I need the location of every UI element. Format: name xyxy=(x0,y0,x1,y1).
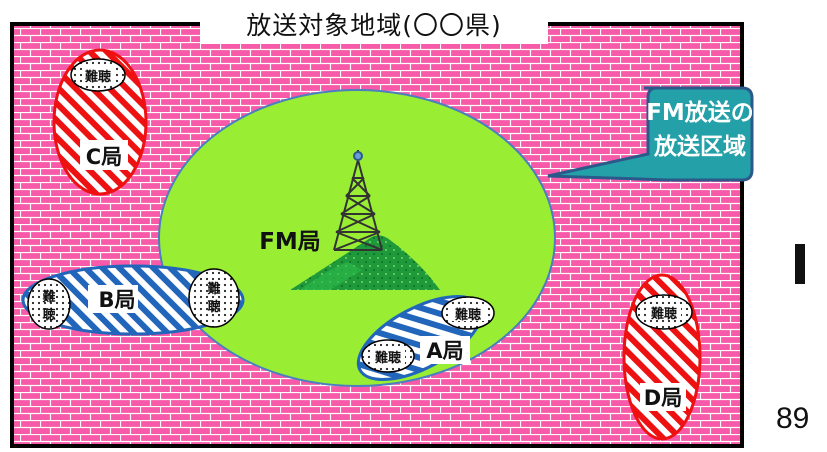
fm-coverage-callout xyxy=(547,86,754,182)
difficult-reception-b-left xyxy=(27,278,71,330)
station-d-label: D局 xyxy=(644,386,682,410)
difficult-reception-c xyxy=(70,58,126,92)
mountain-icon xyxy=(290,235,440,290)
difficult-reception-a-top-label: 難聴 xyxy=(455,307,481,323)
station-b-coverage xyxy=(21,264,245,336)
difficult-reception-a-bottom xyxy=(361,339,415,373)
difficult-reception-d-label: 難聴 xyxy=(651,306,677,322)
difficult-reception-a-top xyxy=(441,296,495,330)
difficult-reception-a-bottom-label: 難聴 xyxy=(375,350,401,366)
station-a-label: A局 xyxy=(426,339,463,363)
callout-text: FM放送の 放送区域 xyxy=(640,96,760,164)
station-c-label: C局 xyxy=(86,145,122,169)
difficult-reception-b-right-bottom: 聴 xyxy=(207,299,220,315)
station-b-label: B局 xyxy=(98,288,135,312)
callout-line-1: FM放送の xyxy=(646,100,754,126)
fm-station-label: FM局 xyxy=(259,229,321,255)
station-c-coverage xyxy=(52,48,148,196)
fm-coverage-area xyxy=(158,89,556,387)
fm-tower-icon xyxy=(333,150,383,251)
difficult-reception-b-right xyxy=(188,268,240,328)
difficult-reception-b-left-top: 難 xyxy=(42,289,55,305)
edge-mark xyxy=(795,244,805,284)
difficult-reception-d xyxy=(635,294,693,330)
region-title: 放送対象地域(〇〇県) xyxy=(200,4,548,44)
difficult-reception-c-label: 難聴 xyxy=(85,69,111,85)
difficult-reception-b-left-bottom: 聴 xyxy=(42,307,55,323)
page-number: 89 xyxy=(776,402,810,435)
callout-line-2: 放送区域 xyxy=(654,134,746,160)
difficult-reception-b-right-top: 難 xyxy=(207,281,220,297)
